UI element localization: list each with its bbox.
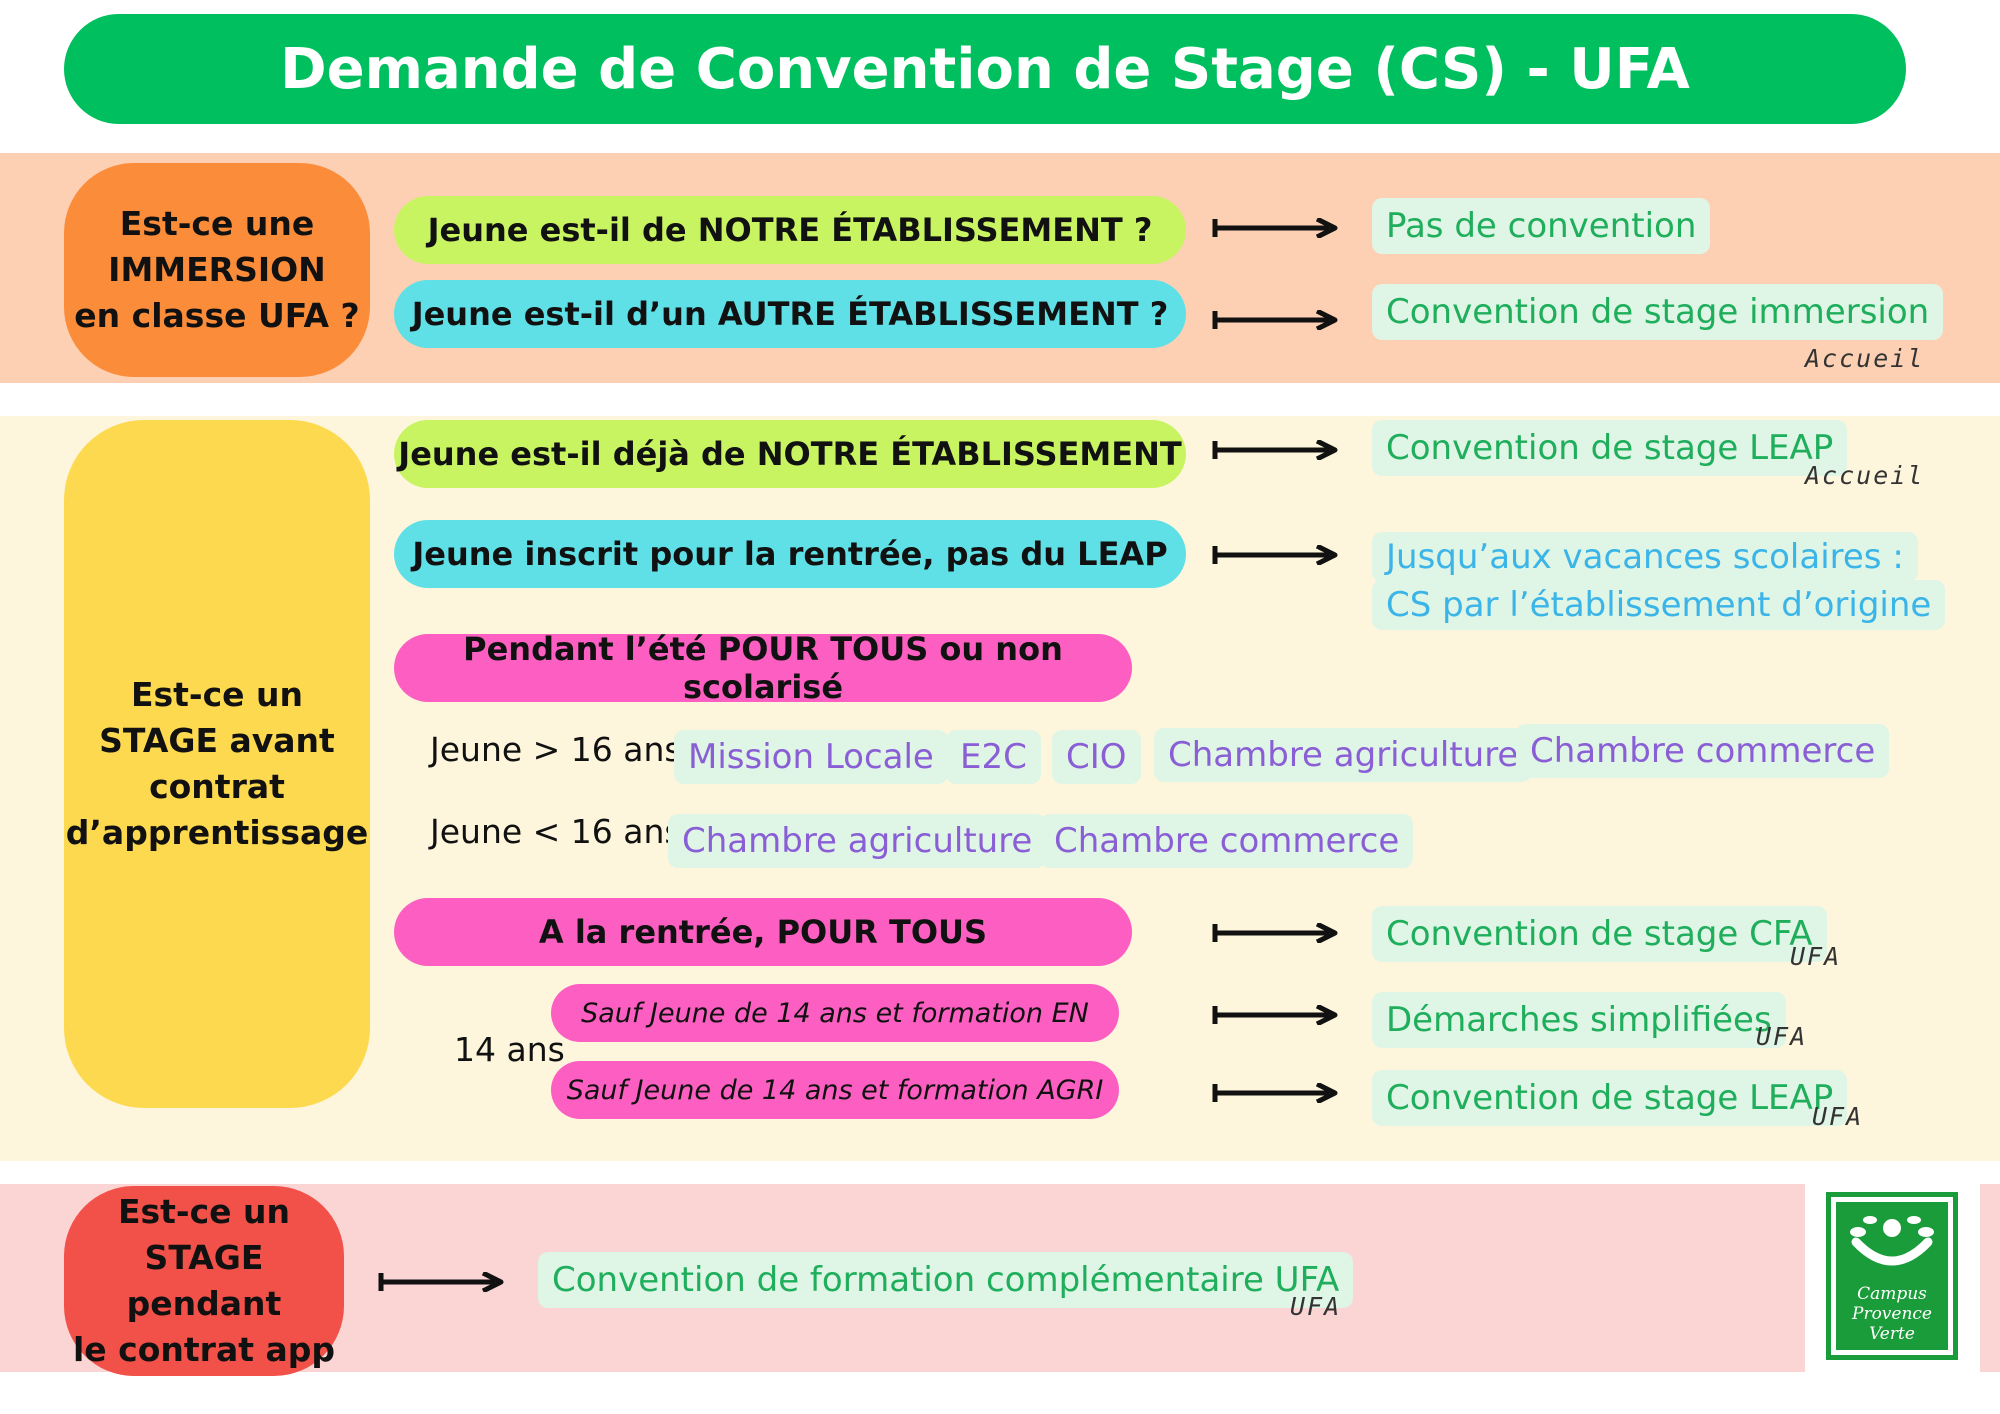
arrow-icon xyxy=(1210,310,1342,330)
result-label: Pas de convention xyxy=(1386,206,1697,246)
result-label: CS par l’établissement d’origine xyxy=(1386,585,1932,625)
result-label: Convention de formation complémentaire U… xyxy=(552,1260,1340,1300)
condition-label: Sauf Jeune de 14 ans et formation EN xyxy=(581,997,1089,1029)
question-immersion: Est-ce une IMMERSION en classe UFA ? xyxy=(64,163,370,377)
question-stage-pendant: Est-ce un STAGE pendant le contrat app xyxy=(64,1186,344,1376)
condition-deja-notre: Jeune est-il déjà de NOTRE ÉTABLISSEMENT xyxy=(394,420,1186,488)
condition-rentree-pour-tous: A la rentrée, POUR TOUS xyxy=(394,898,1132,966)
option-label: Chambre commerce xyxy=(1530,731,1876,771)
condition-autre-etablissement: Jeune est-il d’un AUTRE ÉTABLISSEMENT ? xyxy=(394,280,1186,348)
arrow-icon xyxy=(1210,1083,1342,1103)
result-label: Jusqu’aux vacances scolaires : xyxy=(1386,537,1904,577)
tag-accueil: Accueil xyxy=(1805,461,1925,490)
tag-ufa: UFA xyxy=(1290,1292,1342,1321)
option-label: Chambre commerce xyxy=(1054,821,1400,861)
title-banner: Demande de Convention de Stage (CS) - UF… xyxy=(64,14,1906,124)
question-stage-avant: Est-ce un STAGE avant contrat d’apprenti… xyxy=(64,420,370,1108)
q-line: STAGE pendant xyxy=(126,1237,282,1323)
age-over-16-label: Jeune > 16 ans xyxy=(430,730,682,769)
option-chambre-agriculture: Chambre agriculture xyxy=(668,814,1047,868)
result-demarches-simplifiees: Démarches simplifiées xyxy=(1372,992,1786,1048)
arrow-icon xyxy=(1210,545,1342,565)
option-e2c: E2C xyxy=(946,730,1041,784)
result-label: Convention de stage immersion xyxy=(1386,292,1930,332)
tag-ufa: UFA xyxy=(1812,1102,1864,1131)
option-cio: CIO xyxy=(1052,730,1141,784)
result-label: Convention de stage LEAP xyxy=(1386,428,1834,468)
arrow-icon xyxy=(1210,218,1342,238)
condition-notre-etablissement: Jeune est-il de NOTRE ÉTABLISSEMENT ? xyxy=(394,196,1186,264)
age-under-16-label: Jeune < 16 ans xyxy=(430,812,682,851)
arrow-icon xyxy=(1210,440,1342,460)
option-chambre-agriculture: Chambre agriculture xyxy=(1154,728,1533,782)
option-chambre-commerce: Chambre commerce xyxy=(1040,814,1414,868)
q-line: Est-ce un xyxy=(117,1191,291,1231)
q-line: en classe UFA ? xyxy=(74,296,360,336)
q-line: STAGE avant xyxy=(99,720,335,760)
condition-sauf-en: Sauf Jeune de 14 ans et formation EN xyxy=(551,984,1119,1042)
result-jusquaux-vacances: Jusqu’aux vacances scolaires : xyxy=(1372,532,1918,582)
result-label: Démarches simplifiées xyxy=(1386,1000,1772,1040)
leaf-figure-icon xyxy=(1850,1216,1934,1266)
logo-text-line: Verte xyxy=(1869,1324,1915,1344)
logo-text-line: Provence xyxy=(1852,1304,1932,1324)
condition-pendant-ete: Pendant l’été POUR TOUS ou non scolarisé xyxy=(394,630,1132,706)
option-label: E2C xyxy=(960,737,1027,777)
condition-label: Jeune est-il de NOTRE ÉTABLISSEMENT ? xyxy=(427,211,1153,249)
result-label: Convention de stage LEAP xyxy=(1386,1078,1834,1118)
condition-sauf-agri: Sauf Jeune de 14 ans et formation AGRI xyxy=(551,1061,1119,1119)
condition-label: Pendant l’été POUR TOUS ou non scolarisé xyxy=(463,630,1063,706)
result-convention-leap-agri: Convention de stage LEAP xyxy=(1372,1070,1848,1126)
option-label: Chambre agriculture xyxy=(1168,735,1519,775)
logo-text: Campus Provence Verte xyxy=(1836,1284,1948,1344)
result-convention-formation-complementaire: Convention de formation complémentaire U… xyxy=(538,1252,1354,1308)
result-convention-cfa: Convention de stage CFA xyxy=(1372,906,1827,962)
arrow-icon xyxy=(1210,1005,1342,1025)
result-convention-immersion: Convention de stage immersion xyxy=(1372,284,1944,340)
option-chambre-commerce: Chambre commerce xyxy=(1516,724,1890,778)
q-line: Est-ce une xyxy=(119,203,315,243)
logo-text-line: Campus xyxy=(1857,1284,1927,1304)
q-line: Est-ce un xyxy=(130,674,304,714)
condition-label: Jeune inscrit pour la rentrée, pas du LE… xyxy=(412,535,1168,573)
option-label: CIO xyxy=(1066,737,1127,777)
result-pas-de-convention: Pas de convention xyxy=(1372,198,1711,254)
option-mission-locale: Mission Locale xyxy=(674,730,948,784)
q-line: le contrat app xyxy=(72,1330,335,1370)
condition-label: A la rentrée, POUR TOUS xyxy=(538,913,988,951)
q-line: contrat xyxy=(149,767,285,806)
condition-label: Jeune est-il d’un AUTRE ÉTABLISSEMENT ? xyxy=(411,295,1169,333)
tag-ufa: UFA xyxy=(1790,942,1842,971)
tag-ufa: UFA xyxy=(1756,1022,1808,1051)
campus-provence-verte-logo: Campus Provence Verte xyxy=(1826,1192,1958,1360)
arrow-icon xyxy=(376,1272,508,1292)
condition-label: Jeune est-il déjà de NOTRE ÉTABLISSEMENT xyxy=(398,435,1182,473)
result-convention-leap: Convention de stage LEAP xyxy=(1372,420,1848,476)
q-line: d’apprentissage xyxy=(65,813,369,853)
option-label: Chambre agriculture xyxy=(682,821,1033,861)
logo-inner: Campus Provence Verte xyxy=(1836,1202,1948,1350)
age-14-label: 14 ans xyxy=(454,1030,565,1069)
result-cs-etablissement-origine: CS par l’établissement d’origine xyxy=(1372,580,1946,630)
result-label: Convention de stage CFA xyxy=(1386,914,1813,954)
tag-accueil: Accueil xyxy=(1805,344,1925,373)
option-label: Mission Locale xyxy=(688,737,934,777)
arrow-icon xyxy=(1210,923,1342,943)
condition-inscrit-rentree: Jeune inscrit pour la rentrée, pas du LE… xyxy=(394,520,1186,588)
condition-label: Sauf Jeune de 14 ans et formation AGRI xyxy=(566,1074,1104,1106)
q-line: IMMERSION xyxy=(108,249,326,289)
page-title: Demande de Convention de Stage (CS) - UF… xyxy=(280,36,1690,102)
band-stage-pendant-edge xyxy=(1980,1184,2000,1372)
